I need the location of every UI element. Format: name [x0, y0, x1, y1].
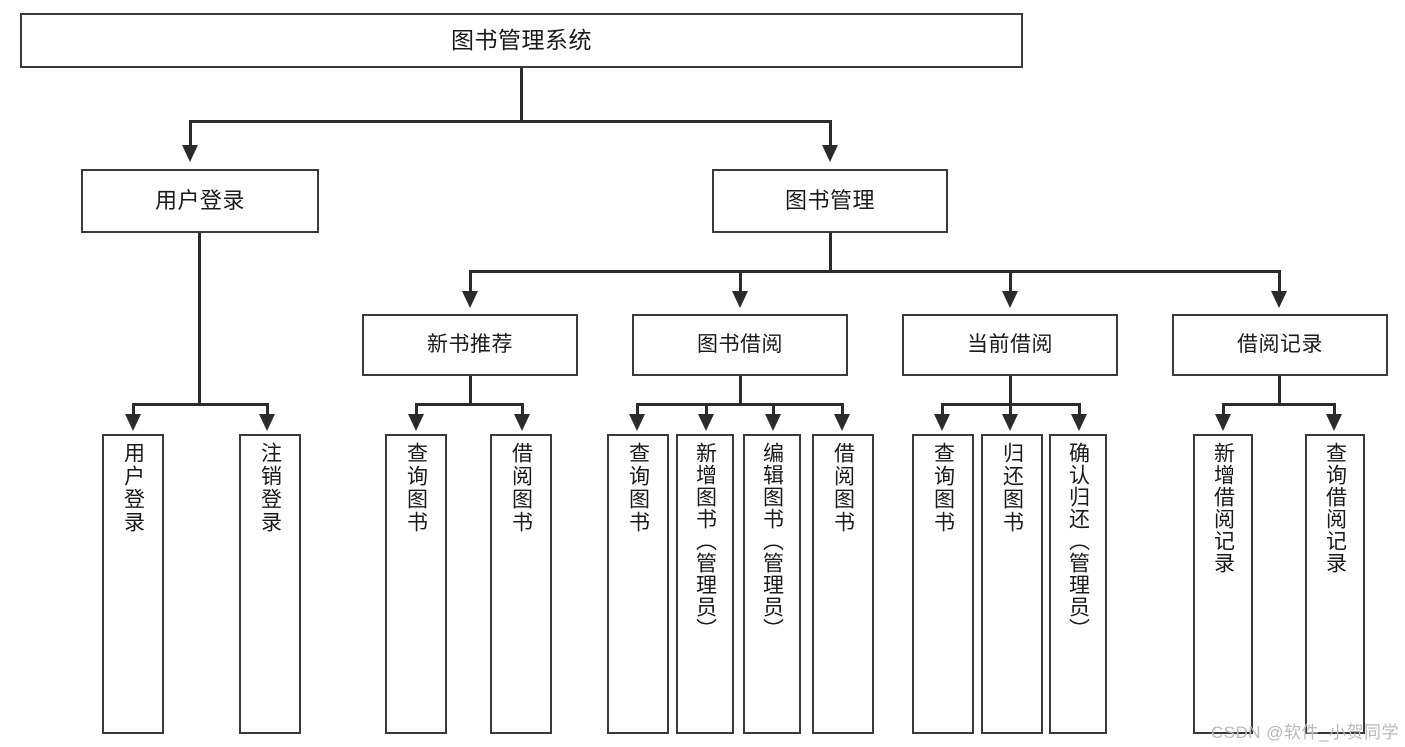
arrowhead-ul-2	[259, 414, 275, 431]
connector-bus-new-book	[415, 403, 524, 406]
arrowhead-bb-3	[765, 414, 781, 431]
leaf-new-book-query[interactable]: 查询图书	[385, 434, 447, 734]
arrowhead-ul-1	[125, 414, 141, 431]
arrowhead-new-book	[462, 291, 478, 308]
node-label: 查询图书	[931, 442, 955, 534]
leaf-user-login-logout[interactable]: 注销登录	[239, 434, 301, 734]
node-label: 图书管理	[784, 188, 875, 214]
node-label: 新增图书（管理员）	[693, 442, 717, 640]
arrowhead-bb-2	[698, 414, 714, 431]
arrowhead-br-1	[1215, 414, 1231, 431]
connector-drop-book-manage	[829, 120, 832, 148]
node-label: 编辑图书（管理员）	[760, 442, 784, 640]
node-book-borrow[interactable]: 图书借阅	[632, 314, 848, 376]
connector-drop-bb-4	[841, 403, 844, 417]
leaf-current-borrow-query[interactable]: 查询图书	[912, 434, 974, 734]
connector-drop-borrow-record	[1278, 270, 1281, 294]
connector-bus-level3	[469, 270, 1281, 273]
connector-bus-borrow-record	[1222, 403, 1336, 406]
connector-stem-current-borrow	[1009, 376, 1012, 406]
arrowhead-book-manage	[822, 145, 838, 162]
connector-drop-br-1	[1222, 403, 1225, 417]
node-label: 查询图书	[404, 442, 428, 534]
node-user-login[interactable]: 用户登录	[81, 169, 319, 233]
connector-bus-user-login	[132, 403, 269, 406]
node-label: 确认归还（管理员）	[1066, 442, 1090, 640]
connector-drop-new-book	[469, 270, 472, 294]
leaf-current-borrow-confirm[interactable]: 确认归还（管理员）	[1049, 434, 1107, 734]
node-borrow-record[interactable]: 借阅记录	[1172, 314, 1388, 376]
arrowhead-br-2	[1326, 414, 1342, 431]
leaf-borrow-record-query[interactable]: 查询借阅记录	[1305, 434, 1365, 734]
node-book-management[interactable]: 图书管理	[712, 169, 948, 233]
node-root-system[interactable]: 图书管理系统	[20, 13, 1023, 68]
arrowhead-nb-1	[408, 414, 424, 431]
connector-drop-book-borrow	[739, 270, 742, 294]
arrowhead-nb-2	[514, 414, 530, 431]
node-label: 注销登录	[258, 442, 282, 534]
connector-drop-ul-2	[266, 403, 269, 417]
arrowhead-book-borrow	[732, 291, 748, 308]
connector-stem-borrow-record	[1278, 376, 1281, 406]
node-label: 当前借阅	[967, 332, 1053, 356]
connector-drop-bb-2	[705, 403, 708, 417]
node-label: 用户登录	[154, 188, 245, 214]
node-label: 图书管理系统	[451, 27, 592, 54]
node-label: 查询图书	[626, 442, 650, 534]
leaf-book-borrow-edit[interactable]: 编辑图书（管理员）	[743, 434, 801, 734]
arrowhead-cb-3	[1071, 414, 1087, 431]
connector-drop-bb-1	[636, 403, 639, 417]
leaf-book-borrow-add[interactable]: 新增图书（管理员）	[676, 434, 734, 734]
leaf-book-borrow-query[interactable]: 查询图书	[607, 434, 669, 734]
connector-drop-current-borrow	[1009, 270, 1012, 294]
arrowhead-cb-1	[934, 414, 950, 431]
connector-bus-level2	[189, 120, 832, 123]
connector-drop-cb-3	[1078, 403, 1081, 417]
connector-stem-new-book	[469, 376, 472, 406]
connector-stem-book-manage	[829, 233, 832, 273]
node-label: 新增借阅记录	[1211, 442, 1235, 574]
node-current-borrow[interactable]: 当前借阅	[902, 314, 1118, 376]
node-label: 查询借阅记录	[1323, 442, 1347, 574]
arrowhead-bb-1	[629, 414, 645, 431]
connector-stem-user-login	[198, 233, 201, 405]
connector-drop-nb-1	[415, 403, 418, 417]
connector-root-stem	[520, 68, 523, 122]
connector-drop-nb-2	[521, 403, 524, 417]
leaf-current-borrow-return[interactable]: 归还图书	[981, 434, 1043, 734]
arrowhead-user-login	[182, 145, 198, 162]
node-label: 借阅图书	[831, 442, 855, 534]
arrowhead-borrow-record	[1271, 291, 1287, 308]
node-label: 借阅记录	[1237, 332, 1323, 356]
connector-stem-book-borrow	[739, 376, 742, 406]
leaf-borrow-record-add[interactable]: 新增借阅记录	[1193, 434, 1253, 734]
connector-drop-cb-2	[1009, 403, 1012, 417]
csdn-watermark: CSDN @软件_小贺同学	[1210, 723, 1399, 742]
node-label: 借阅图书	[509, 442, 533, 534]
connector-drop-user-login	[189, 120, 192, 148]
node-label: 用户登录	[121, 442, 145, 534]
node-label: 归还图书	[1000, 442, 1024, 534]
connector-drop-cb-1	[941, 403, 944, 417]
connector-drop-ul-1	[132, 403, 135, 417]
node-new-book-recommend[interactable]: 新书推荐	[362, 314, 578, 376]
node-label: 新书推荐	[427, 332, 513, 356]
connector-drop-bb-3	[772, 403, 775, 417]
arrowhead-bb-4	[834, 414, 850, 431]
connector-bus-book-borrow	[636, 403, 844, 406]
leaf-new-book-borrow[interactable]: 借阅图书	[490, 434, 552, 734]
leaf-book-borrow-borrow[interactable]: 借阅图书	[812, 434, 874, 734]
node-label: 图书借阅	[697, 332, 783, 356]
arrowhead-current-borrow	[1002, 291, 1018, 308]
arrowhead-cb-2	[1002, 414, 1018, 431]
connector-drop-br-2	[1333, 403, 1336, 417]
leaf-user-login-login[interactable]: 用户登录	[102, 434, 164, 734]
